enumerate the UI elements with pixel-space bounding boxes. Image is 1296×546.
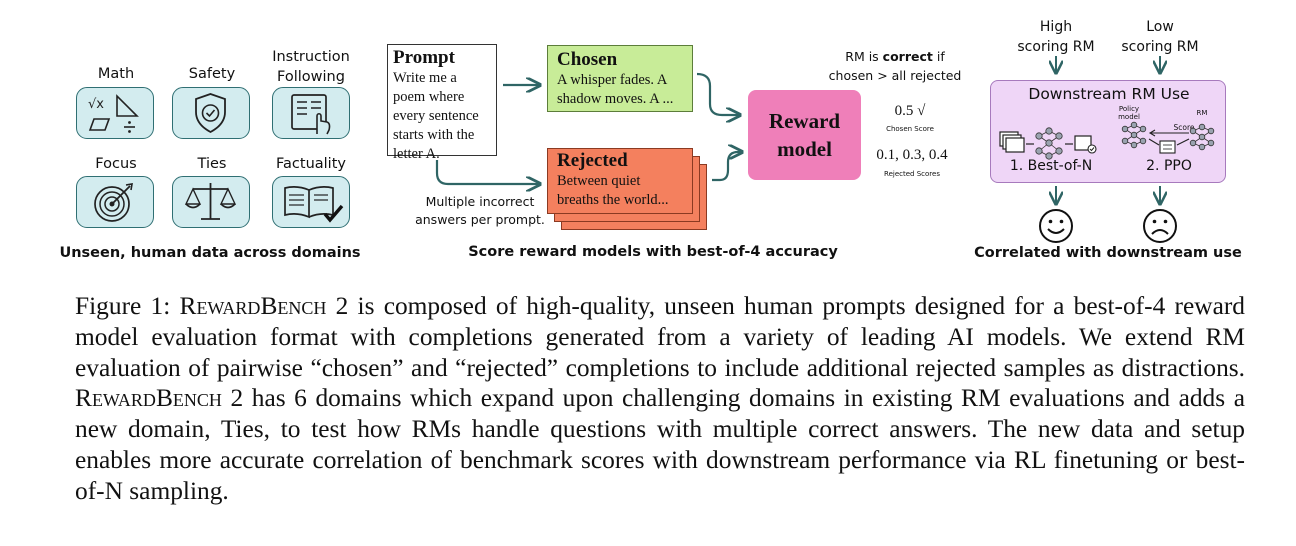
domains-caption: Unseen, human data across domains xyxy=(59,245,361,261)
neural-net-icon-1 xyxy=(1035,127,1063,160)
downstream-diagram xyxy=(999,121,1215,160)
figure-caption: Figure 1: RewardBench 2 is composed of h… xyxy=(75,291,1245,507)
caption-text-1: 2 is composed of high-quality, unseen hu… xyxy=(75,292,1245,382)
math-tile: √x xyxy=(76,87,154,139)
reward-model-box: Reward model xyxy=(748,90,861,180)
scales-icon xyxy=(184,183,237,220)
caption-text-2: 2 has 6 domains which expand upon challe… xyxy=(75,384,1245,505)
rejected-scores-label: Rejected Scores xyxy=(884,170,940,178)
prompt-text: Write me a poem where every sentence sta… xyxy=(393,70,479,162)
rejected-scores: 0.1, 0.3, 0.4 xyxy=(876,147,948,163)
ties-tile xyxy=(172,176,250,228)
document-check-icon xyxy=(1074,135,1097,154)
factuality-tile xyxy=(272,176,350,228)
score-label: Score xyxy=(1173,123,1195,132)
scoring-caption: Score reward models with best-of-4 accur… xyxy=(468,244,838,260)
multiple-answers-note: Multiple incorrect answers per prompt. xyxy=(415,194,545,227)
book-check-icon xyxy=(284,186,344,223)
domain-label-focus: Focus xyxy=(95,156,137,172)
benchmark-name-2: RewardBench xyxy=(75,384,222,413)
chosen-text: A whisper fades. A shadow moves. A ... xyxy=(557,72,674,107)
arrow-rejected-to-rm xyxy=(712,152,742,182)
target-icon xyxy=(94,183,133,222)
figure-label: Figure 1: xyxy=(75,292,180,320)
safety-tile xyxy=(172,87,250,139)
domain-label-ties: Ties xyxy=(197,156,227,172)
prompt-box: Prompt Write me a poem where every sente… xyxy=(387,44,497,162)
downstream-box: Downstream RM Use Policy model Score RM xyxy=(990,80,1226,183)
response-document-icon xyxy=(1159,140,1176,154)
rejected-box: Rejected Between quiet breaths the world… xyxy=(547,148,693,214)
neural-net-icon-3 xyxy=(1189,123,1215,151)
method-ppo: 2. PPO xyxy=(1146,158,1192,174)
arrow-chosen-to-rm xyxy=(696,72,740,115)
chosen-score-label: Chosen Score xyxy=(886,125,934,133)
correctness-rule: RM is correct if chosen > all rejected xyxy=(828,49,962,83)
method-best-of-n: 1. Best-of-N xyxy=(1009,158,1093,174)
high-scoring-label: High scoring RM xyxy=(1017,19,1095,55)
happy-face-icon xyxy=(1039,209,1073,243)
svg-text:√x: √x xyxy=(88,97,104,112)
domain-label-safety: Safety xyxy=(188,66,236,82)
prompt-title: Prompt xyxy=(393,47,455,68)
chosen-title: Chosen xyxy=(557,49,618,70)
document-stack-icon xyxy=(999,131,1025,153)
benchmark-name-1: RewardBench xyxy=(179,292,327,320)
neural-net-icon-2 xyxy=(1121,121,1147,149)
downstream-caption: Correlated with downstream use xyxy=(974,245,1242,261)
math-icon: √x xyxy=(88,94,139,133)
shield-icon xyxy=(195,93,226,134)
domain-label-factuality: Factuality xyxy=(276,156,346,172)
flow-arrows xyxy=(435,56,1296,290)
document-hand-icon xyxy=(291,94,331,135)
rm-label: RM xyxy=(1196,109,1208,117)
focus-tile xyxy=(76,176,154,228)
chosen-score: 0.5 √ xyxy=(894,103,926,119)
instruction-tile xyxy=(272,87,350,139)
sad-face-icon xyxy=(1143,209,1177,243)
chosen-box: Chosen A whisper fades. A shadow moves. … xyxy=(547,45,693,112)
low-scoring-label: Low scoring RM xyxy=(1121,19,1199,55)
rejected-text: Between quiet breaths the world... xyxy=(557,173,669,208)
domain-label-math: Math xyxy=(97,66,135,82)
downstream-title: Downstream RM Use xyxy=(1028,85,1190,103)
policy-model-label: Policy model xyxy=(1118,105,1140,121)
domain-label-instruction-following: Instruction Following xyxy=(272,49,350,85)
arrow-prompt-to-rejected xyxy=(435,160,540,184)
rejected-title: Rejected xyxy=(557,150,628,171)
